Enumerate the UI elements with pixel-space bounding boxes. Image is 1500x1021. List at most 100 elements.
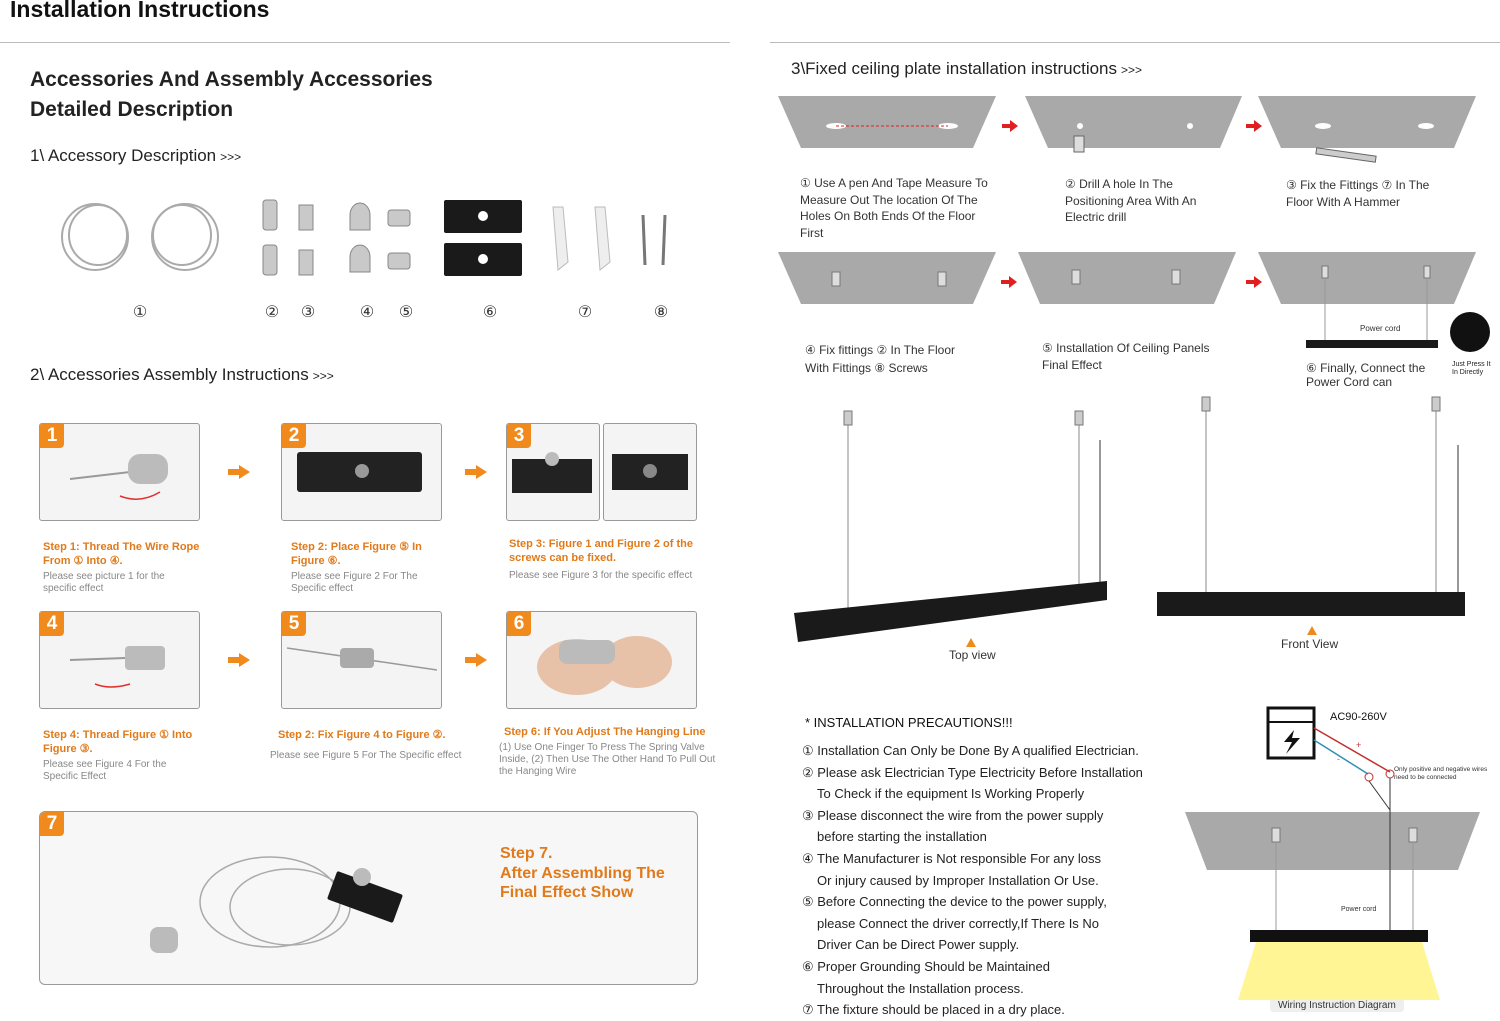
step-6-text: Step 6: If You Adjust The Hanging Line (1…	[499, 725, 731, 778]
chevron-icon: >>>	[220, 150, 242, 164]
precautions-list: ① Installation Can Only be Done By A qua…	[802, 740, 1152, 1021]
step-4-text: Step 4: Thread Figure ① Into Figure ③.Pl…	[43, 728, 213, 783]
step-3b-image	[603, 423, 697, 521]
ceiling-plate-icons	[444, 200, 522, 276]
precaution-line: To Check if the equipment Is Working Pro…	[817, 786, 1085, 802]
red-arrow-icon	[1246, 120, 1262, 132]
page-title: Installation Instructions	[10, 0, 270, 22]
red-arrow-icon	[1246, 276, 1262, 288]
wire-thread-icon	[69, 454, 168, 500]
step-1-image: 1	[39, 423, 200, 521]
section2-label: 2\ Accessories Assembly Instructions	[30, 365, 309, 384]
left-heading-line2: Detailed Description	[30, 98, 234, 121]
section1-heading: 1\ Accessory Description>>>	[30, 146, 241, 166]
step-5-image: 5	[281, 611, 442, 709]
precaution-line: Or injury caused by Improper Installatio…	[817, 872, 1099, 888]
step-6-image: 6	[506, 611, 697, 709]
step-6-sub: (1) Use One Finger To Press The Spring V…	[499, 742, 716, 777]
step-7-box: 7 Step 7. After Assembling The Final Eff…	[39, 811, 698, 985]
just-press-label: Just Press It In Directly	[1452, 361, 1491, 376]
step-3-text: Step 3: Figure 1 and Figure 2 of the scr…	[509, 537, 709, 582]
hand-adjust-icon	[537, 636, 672, 695]
lightning-icon	[1284, 730, 1300, 754]
step-7-line1: Step 7.	[500, 845, 553, 862]
front-view-label: Front View	[1281, 637, 1339, 651]
red-arrow-icon	[1002, 120, 1018, 132]
num-3: ③	[300, 304, 316, 321]
left-heading-line1: Accessories And Assembly Accessories	[30, 68, 433, 91]
step-2-title: Step 2: Place Figure ⑤ In Figure ⑥.	[291, 541, 422, 567]
step-5-sub: Please see Figure 5 For The Specific eff…	[270, 750, 462, 761]
power-supply-icon	[1266, 706, 1316, 760]
ceiling-panels-row2	[778, 252, 1490, 352]
caption-1: ① Use A pen And Tape Measure To Measure …	[800, 176, 988, 240]
num-2: ②	[264, 304, 280, 321]
fitting-icons	[262, 199, 411, 276]
step-1-title: Step 1: Thread The Wire Rope From ① Into…	[43, 541, 200, 567]
step-2-text: Step 2: Place Figure ⑤ In Figure ⑥. Pleas…	[291, 540, 441, 595]
wiring-diagram-label: Wiring Instruction Diagram	[1270, 999, 1404, 1012]
precaution-line: before starting the installation	[817, 829, 987, 845]
step-7-badge: 7	[40, 812, 64, 836]
step-7-text: Step 7. After Assembling The Final Effec…	[500, 844, 665, 903]
step-3-title: Step 3: Figure 1 and Figure 2 of the scr…	[509, 538, 693, 564]
step-3a-image: 3	[506, 423, 600, 521]
arrow-right-icon	[465, 465, 487, 479]
final-assembly-icon	[150, 856, 403, 953]
right-heading-label: 3\Fixed ceiling plate installation instr…	[791, 59, 1118, 78]
left-heading: Accessories And Assembly Accessories Det…	[30, 65, 433, 125]
precaution-line: Driver Can be Direct Power supply.	[817, 937, 1020, 953]
minus-label: -	[1337, 754, 1340, 764]
section2-heading: 2\ Accessories Assembly Instructions>>>	[30, 365, 334, 385]
step-3-sub: Please see Figure 3 for the specific eff…	[509, 570, 693, 581]
precaution-line: ⑤ Before Connecting the device to the po…	[802, 894, 1107, 910]
step-2-sub: Please see Figure 2 For The Specific eff…	[291, 571, 418, 594]
top-view-label: Top view	[949, 648, 996, 662]
arrow-right-icon	[228, 653, 250, 667]
precaution-line: ④ The Manufacturer is Not responsible Fo…	[802, 850, 1101, 866]
num-4: ④	[359, 304, 375, 321]
caption-3: ③ Fix the Fittings ⑦ In The Floor With A…	[1286, 178, 1430, 209]
plate-icon	[297, 452, 422, 492]
ceiling-panels-row1	[778, 96, 1476, 163]
step-4-image: 4	[39, 611, 200, 709]
num-1: ①	[132, 304, 148, 321]
step-6-title: Step 6: If You Adjust The Hanging Line	[504, 726, 706, 738]
voltage-label: AC90-260V	[1330, 711, 1387, 723]
arrow-right-icon	[465, 653, 487, 667]
chevron-icon: >>>	[1121, 63, 1143, 77]
arrow-right-icon	[228, 465, 250, 479]
num-6: ⑥	[482, 304, 498, 321]
step-5-badge: 5	[282, 612, 306, 636]
title-divider-right	[770, 42, 1500, 43]
fitting-joint-icon	[286, 647, 438, 671]
screw-icons	[641, 214, 667, 266]
wire-note: Only positive and negative wires need to…	[1394, 766, 1488, 781]
precaution-line: Throughout the Installation process.	[817, 980, 1024, 996]
precautions-title: * INSTALLATION PRECAUTIONS!!!	[805, 715, 1013, 730]
plus-label: +	[1356, 740, 1362, 750]
step-2-image: 2	[281, 423, 442, 521]
power-cord-label: Power cord	[1360, 324, 1401, 333]
caption-6: ⑥ Finally, Connect the Power Cord can	[1306, 361, 1426, 389]
step-4-title: Step 4: Thread Figure ① Into Figure ③.	[43, 729, 193, 755]
power-cord-label-2: Power cord	[1341, 906, 1377, 913]
precaution-line: ⑥ Proper Grounding Should be Maintained	[802, 958, 1050, 974]
step-4-badge: 4	[40, 612, 64, 636]
num-5: ⑤	[398, 304, 414, 321]
step-1-text: Step 1: Thread The Wire Rope From ① Into…	[43, 540, 223, 595]
wire-fitting-icon	[69, 646, 165, 688]
num-7: ⑦	[577, 304, 593, 321]
caption-5: ⑤ Installation Of Ceiling Panels Final E…	[1042, 341, 1210, 372]
step-6-badge: 6	[507, 612, 531, 636]
step-5-title: Step 2: Fix Figure 4 to Figure ②.	[278, 729, 446, 741]
plate-fixed-icon	[612, 454, 688, 490]
chevron-icon: >>>	[312, 369, 334, 383]
step-5-text: Step 2: Fix Figure 4 to Figure ②. Please …	[270, 728, 470, 762]
plate-screw-icon	[512, 452, 592, 493]
precaution-line: please Connect the driver correctly,If T…	[817, 915, 1100, 931]
title-divider-left	[0, 42, 730, 43]
section1-label: 1\ Accessory Description	[30, 146, 217, 165]
wiring-diagram	[1185, 706, 1480, 1000]
anchor-icons	[552, 206, 611, 271]
